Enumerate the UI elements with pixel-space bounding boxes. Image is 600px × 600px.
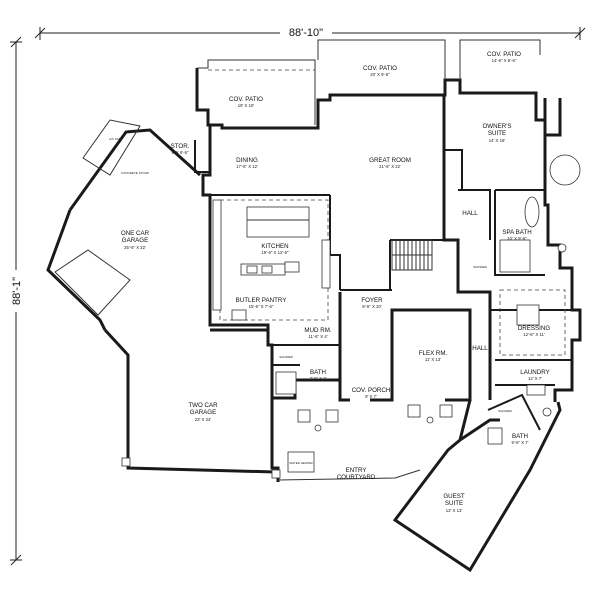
room-name-cov-patio-left: COV. PATIO — [229, 96, 263, 103]
room-name-butler-pantry: BUTLER PANTRY — [236, 297, 287, 304]
room-name-mud-rm: MUD RM. — [304, 327, 331, 334]
garage-details — [54, 119, 315, 479]
label-water-heater: WATER HEATER — [289, 461, 313, 465]
room-name-bath-right: BATH — [512, 433, 528, 440]
guest-bath-fixtures — [275, 371, 552, 445]
room-name-bath-left: BATH — [310, 369, 326, 376]
room-size-stor: 9' X 6'-6" — [171, 150, 188, 155]
room-size-flex-rm: 11' X 13' — [425, 357, 441, 362]
room-name-cov-patio-right: COV. PATIO — [487, 51, 521, 58]
fixture-labels: SHOWER SHOWER SHOWER WATER HEATER CONCRE… — [109, 137, 512, 465]
room-size-cov-porch: 9' X 7' — [365, 394, 377, 399]
room-name-kitchen: KITCHEN — [261, 243, 288, 250]
spa-bath-fixtures — [499, 154, 581, 273]
room-size-bath-right: 9'-6" X 7' — [511, 440, 528, 445]
room-name-foyer: FOYER — [361, 297, 383, 304]
room-size-guest-suite: 13' X 13' — [446, 508, 463, 513]
room-size-cov-patio-top: 20' X 9'-6" — [370, 72, 390, 77]
room-name-dining: DINING — [236, 157, 258, 164]
room-size-spa-bath: 10' X 9'-6" — [507, 236, 527, 241]
label-shower-small: SHOWER — [279, 355, 293, 359]
room-size-laundry: 12' X 7' — [528, 376, 542, 381]
room-size-bath-left: 7'-6" X 7' — [309, 376, 326, 381]
patio-outlines — [197, 39, 541, 125]
staircase — [391, 239, 433, 271]
room-name-stor: STOR. — [171, 143, 190, 150]
porch-seating — [297, 404, 453, 432]
dimension-lines — [10, 27, 586, 566]
room-name-flex-rm: FLEX RM. — [419, 350, 448, 357]
label-concrete-stoop: CONCRETE STOOP — [121, 171, 149, 175]
room-size-dressing: 12'-6" X 11' — [523, 332, 545, 337]
room-labels: COV. PATIO 20' X 9'-6" COV. PATIO 14'-6"… — [121, 51, 550, 513]
kitchen-fixtures — [212, 199, 331, 321]
room-name-great-room: GREAT ROOM — [369, 157, 411, 164]
room-name-cov-patio-top: COV. PATIO — [363, 65, 397, 72]
overall-width-label: 88'-10" — [289, 27, 323, 39]
room-size-butler-pantry: 15'-6" X 7'-6" — [249, 304, 274, 309]
room-name-cov-porch: COV. PORCH — [352, 387, 391, 394]
label-a-c-pad: A/C PAD — [109, 137, 122, 141]
room-size-kitchen: 19'-6" X 12'-6" — [261, 250, 289, 255]
room-name-hall-center: HALL — [472, 345, 488, 352]
room-size-owners-suite: 14' X 18' — [489, 138, 506, 143]
room-size-foyer: 8'-6" X 20' — [362, 304, 382, 309]
room-size-mud-rm: 11'-6" X 4' — [308, 334, 327, 339]
room-size-cov-patio-left: 19' X 10' — [238, 103, 255, 108]
room-size-two-car-garage: 23' X 24' — [195, 417, 212, 422]
label-shower-spa: SHOWER — [473, 265, 487, 269]
dressing-fixtures — [499, 289, 566, 396]
room-size-dining: 17'-6" X 12' — [236, 164, 258, 169]
room-size-cov-patio-right: 14'-6" X 6'-6" — [492, 58, 517, 63]
room-name-dressing: DRESSING — [518, 325, 551, 332]
room-name-spa-bath: SPA BATH — [502, 229, 531, 236]
room-size-great-room: 21'-6" X 22' — [379, 164, 401, 169]
room-name-hall-owner: HALL — [462, 210, 478, 217]
room-name-laundry: LAUNDRY — [520, 369, 549, 376]
label-shower-guest: SHOWER — [498, 409, 512, 413]
overall-depth-label: 88'-1" — [11, 277, 23, 305]
room-size-one-car-garage: 25'-6" X 22' — [124, 245, 146, 250]
